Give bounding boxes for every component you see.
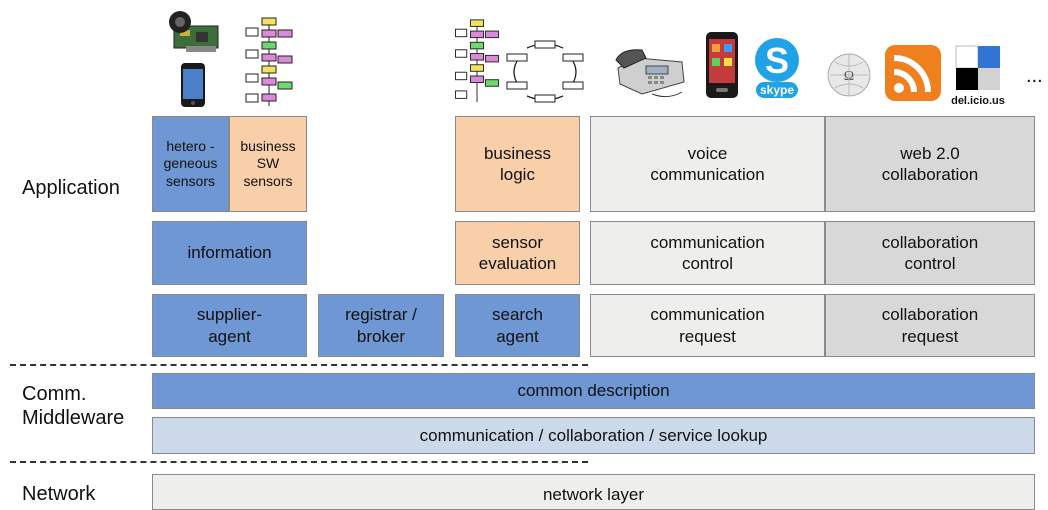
svg-text:skype: skype	[760, 83, 794, 97]
box-service-lookup: communication / collaboration / service …	[152, 417, 1035, 454]
skype-icon: S skype	[755, 38, 799, 98]
flowchart-icon	[245, 17, 293, 106]
layer-label-comm-middleware: Comm. Middleware	[22, 383, 125, 429]
layer-label-network: Network	[22, 483, 96, 505]
box-communication-control: communication control	[590, 221, 825, 285]
svg-text:S: S	[765, 40, 789, 81]
delicious-icon: del.icio.us	[951, 45, 1005, 107]
separator-middleware-network	[10, 461, 588, 463]
smartphone-icon	[181, 63, 205, 107]
box-voice-communication: voice communication	[590, 116, 825, 212]
box-web20-collaboration: web 2.0 collaboration	[825, 116, 1035, 212]
box-collaboration-request: collaboration request	[825, 294, 1035, 357]
separator-application-middleware	[10, 364, 588, 366]
svg-text:del.icio.us: del.icio.us	[951, 95, 1005, 107]
box-communication-request: communication request	[590, 294, 825, 357]
box-registrar-broker: registrar / broker	[318, 294, 444, 357]
box-business-sw-sensors: business SW sensors	[229, 116, 307, 212]
cycle-diagram-icon	[506, 40, 584, 103]
flowchart-icon	[455, 19, 499, 103]
box-sensor-evaluation: sensor evaluation	[455, 221, 580, 285]
box-supplier-agent: supplier- agent	[152, 294, 307, 357]
box-common-description: common description	[152, 373, 1035, 409]
smartphone-icon	[706, 32, 738, 98]
camera-sensor-board-icon	[169, 11, 219, 52]
box-heterogeneous-sensors: hetero - geneous sensors	[152, 116, 229, 212]
layer-label-application: Application	[22, 177, 120, 199]
wikipedia-icon: Ω	[827, 53, 871, 97]
desk-phone-icon	[615, 49, 685, 98]
svg-text:Ω: Ω	[844, 69, 854, 84]
box-network-layer: network layer	[152, 474, 1035, 510]
box-search-agent: search agent	[455, 294, 580, 357]
more-icons-ellipsis: ...	[1026, 65, 1043, 87]
box-business-logic: business logic	[455, 116, 580, 212]
rss-icon	[885, 45, 941, 101]
box-collaboration-control: collaboration control	[825, 221, 1035, 285]
box-information: information	[152, 221, 307, 285]
